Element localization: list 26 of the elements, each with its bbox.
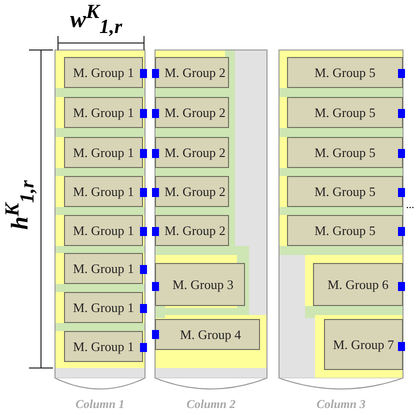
- module-block: M. Group 6: [313, 263, 403, 306]
- module-block: M. Group 4: [155, 319, 260, 350]
- module-block: M. Group 3: [155, 263, 245, 306]
- module-block: M. Group 5: [287, 57, 403, 88]
- module-block: M. Group 1: [64, 137, 143, 168]
- module-block: M. Group 5: [287, 215, 403, 246]
- module-block: M. Group 5: [287, 176, 403, 207]
- module-block: M. Group 1: [64, 176, 143, 207]
- module-block: M. Group 1: [64, 215, 143, 246]
- column-label: Column 3: [315, 397, 367, 412]
- module-block: M. Group 2: [155, 97, 229, 128]
- ellipsis-label: ...: [406, 200, 414, 211]
- module-block: M. Group 2: [155, 215, 229, 246]
- module-block: M. Group 1: [64, 57, 143, 88]
- module-block: M. Group 1: [64, 292, 143, 323]
- module-block: M. Group 5: [287, 97, 403, 128]
- module-block: M. Group 2: [155, 57, 229, 88]
- column-label: Column 1: [74, 397, 126, 412]
- module-block: M. Group 2: [155, 137, 229, 168]
- module-block: M. Group 1: [64, 97, 143, 128]
- module-block: M. Group 2: [155, 176, 229, 207]
- module-block: M. Group 1: [64, 253, 143, 284]
- module-block: M. Group 5: [287, 137, 403, 168]
- column-label: Column 2: [185, 397, 237, 412]
- module-block: M. Group 1: [64, 331, 143, 362]
- module-block: M. Group 7: [324, 319, 403, 370]
